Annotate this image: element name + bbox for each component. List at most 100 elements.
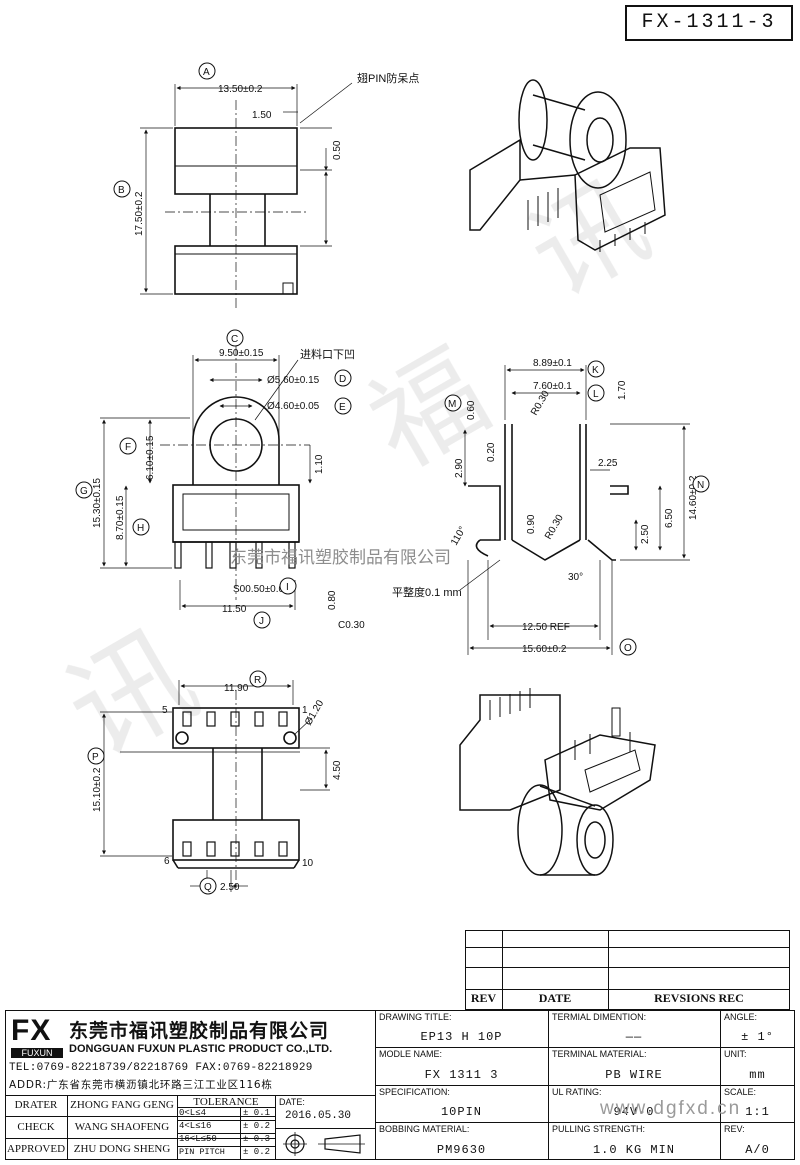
callout-l: L: [593, 389, 599, 400]
field-angle: ANGLE: ± 1°: [724, 1012, 774, 1044]
isometric-view-top: [469, 79, 666, 252]
tol-range-2: 16<L≤50: [179, 1134, 217, 1144]
dim-090: 0.90: [526, 514, 537, 534]
field-pulling-strength: PULLING STRENGTH: 1.0 KG MIN: [552, 1124, 675, 1157]
note-feed-inlet: 进料口下凹: [300, 347, 355, 361]
part-number-box: FX-1311-3: [625, 5, 793, 41]
view-bottom: [100, 680, 330, 892]
dim-p: 15.10±0.2: [92, 767, 103, 812]
dim-d: Ø5.60±0.15: [267, 375, 320, 386]
tol-value-3: ± 0.2: [243, 1147, 271, 1157]
dim-e: Ø4.60±0.05: [267, 401, 320, 412]
revision-table: REV DATE REVSIONS REC: [465, 930, 790, 1010]
tolerance-title: TOLERANCE: [193, 1096, 259, 1108]
view-front-mid: [100, 345, 313, 610]
callout-k: K: [592, 365, 599, 376]
signoff-name-check: WANG SHAOFENG: [74, 1121, 170, 1133]
dim-q: 2.50: [220, 882, 240, 893]
view-front-top: [140, 82, 353, 310]
dim-c: 9.50±0.15: [219, 348, 264, 359]
callout-a: A: [203, 67, 210, 78]
dim-h: 8.70±0.15: [115, 495, 126, 540]
dim-r030b: R0.30: [543, 513, 566, 542]
title-block: FX FUXUN 东莞市福讯塑胶制品有限公司 DONGGUAN FUXUN PL…: [0, 1010, 800, 1165]
svg-text:福: 福: [349, 327, 508, 493]
callout-o: O: [624, 643, 632, 654]
signoff-role-approved: APPROVED: [6, 1143, 66, 1155]
rev-header-date: DATE: [538, 991, 572, 1005]
callout-n: N: [697, 480, 704, 491]
callout-q: Q: [204, 882, 212, 893]
signoff-table: DRATER ZHONG FANG GENG CHECK WANG SHAOFE…: [5, 1095, 275, 1160]
field-drawing-title: DRAWING TITLE: EP13 H 10P: [379, 1012, 503, 1044]
callout-e: E: [339, 402, 346, 413]
dim-b-sub: 0.50: [332, 140, 343, 160]
company-logo: FX: [11, 1014, 52, 1047]
company-name-en: DONGGUAN FUXUN PLASTIC PRODUCT CO.,LTD.: [69, 1043, 333, 1055]
dim-l-sub: 1.70: [617, 380, 628, 400]
dim-j-sub: 0.80: [327, 590, 338, 610]
field-specification: SPECIFICATION: 10PIN: [379, 1087, 482, 1119]
dim-225: 2.25: [598, 458, 618, 469]
tol-value-1: ± 0.2: [243, 1121, 271, 1131]
dim-c030: C0.30: [338, 620, 365, 631]
dim-b: 17.50±0.2: [134, 191, 145, 236]
dim-020: 0.20: [486, 442, 497, 462]
callout-b: B: [118, 185, 125, 196]
note-flatness: 平整度0.1 mm: [392, 585, 462, 599]
company-logo-sub: FUXUN: [11, 1048, 63, 1058]
callout-r: R: [254, 675, 261, 686]
pin-label-6: 6: [164, 856, 170, 867]
signoff-role-check: CHECK: [17, 1121, 55, 1133]
date-value: 2016.05.30: [285, 1110, 352, 1122]
dim-ref: 12.50 REF: [522, 622, 570, 633]
watermark-company: 东莞市福讯塑胶制品有限公司: [230, 548, 451, 568]
field-unit: UNIT: mm: [724, 1049, 766, 1082]
dim-k: 8.89±0.1: [533, 358, 572, 369]
dim-h-sub: 1.10: [314, 454, 325, 474]
watermark-site: www.dgfxd.cn: [600, 1098, 742, 1119]
dim-290: 2.90: [454, 458, 465, 478]
projection-symbol-icon: [283, 1132, 365, 1156]
callout-i: I: [286, 582, 289, 593]
view-side: [459, 365, 690, 655]
dim-m: 0.60: [466, 400, 477, 420]
pin-label-5: 5: [162, 705, 168, 716]
dim-a: 13.50±0.2: [218, 84, 263, 95]
watermark-graphic: 讯 福 讯: [45, 157, 668, 785]
dim-ang110: 110°: [449, 525, 469, 548]
rev-header-rev: REV: [470, 991, 497, 1005]
pin-label-1: 1: [302, 705, 308, 716]
callout-c: C: [231, 334, 238, 345]
tol-range-0: 0<L≤4: [179, 1108, 207, 1118]
callout-h: H: [137, 523, 144, 534]
field-ul-rating: UL RATING: 94V-0: [552, 1087, 655, 1119]
dim-ang30: 30°: [568, 572, 583, 583]
callout-circles: [75, 62, 710, 895]
signoff-name-drafter: ZHONG FANG GENG: [70, 1099, 174, 1111]
dim-a-sub: 1.50: [252, 110, 272, 121]
dim-j: 11.50: [222, 604, 247, 615]
dim-650: 6.50: [664, 508, 675, 528]
rev-header-record: REVSIONS REC: [654, 991, 744, 1005]
callout-j: J: [259, 616, 264, 627]
field-terminal-material: TERMINAL MATERIAL: PB WIRE: [552, 1049, 663, 1082]
callout-p: P: [92, 752, 99, 763]
part-number: FX-1311-3: [641, 11, 777, 34]
date-label: DATE:: [279, 1097, 305, 1107]
tol-value-0: ± 0.1: [243, 1108, 271, 1118]
field-scale: SCALE: 1:1: [724, 1087, 770, 1119]
company-name-cn: 东莞市福讯塑胶制品有限公司: [69, 1020, 330, 1042]
dim-f: 6.10±0.15: [145, 435, 156, 480]
tol-range-1: 4<L≤16: [179, 1121, 212, 1131]
callout-g: G: [80, 486, 88, 497]
dim-450: 4.50: [332, 760, 343, 780]
field-terminal-dimention: TERMIAL DIMENTION: ——: [552, 1012, 647, 1044]
pin-label-10: 10: [302, 858, 314, 869]
dim-g: 15.30±0.15: [92, 478, 103, 528]
field-modle-name: MODLE NAME: FX 1311 3: [379, 1049, 499, 1082]
dim-r: 11.90: [224, 683, 249, 694]
field-bobbing-material: BOBBING MATERIAL: PM9630: [379, 1124, 487, 1157]
company-tel: TEL:0769-82218739/82218769 FAX:0769-8221…: [9, 1062, 313, 1074]
dim-l: 7.60±0.1: [533, 381, 572, 392]
